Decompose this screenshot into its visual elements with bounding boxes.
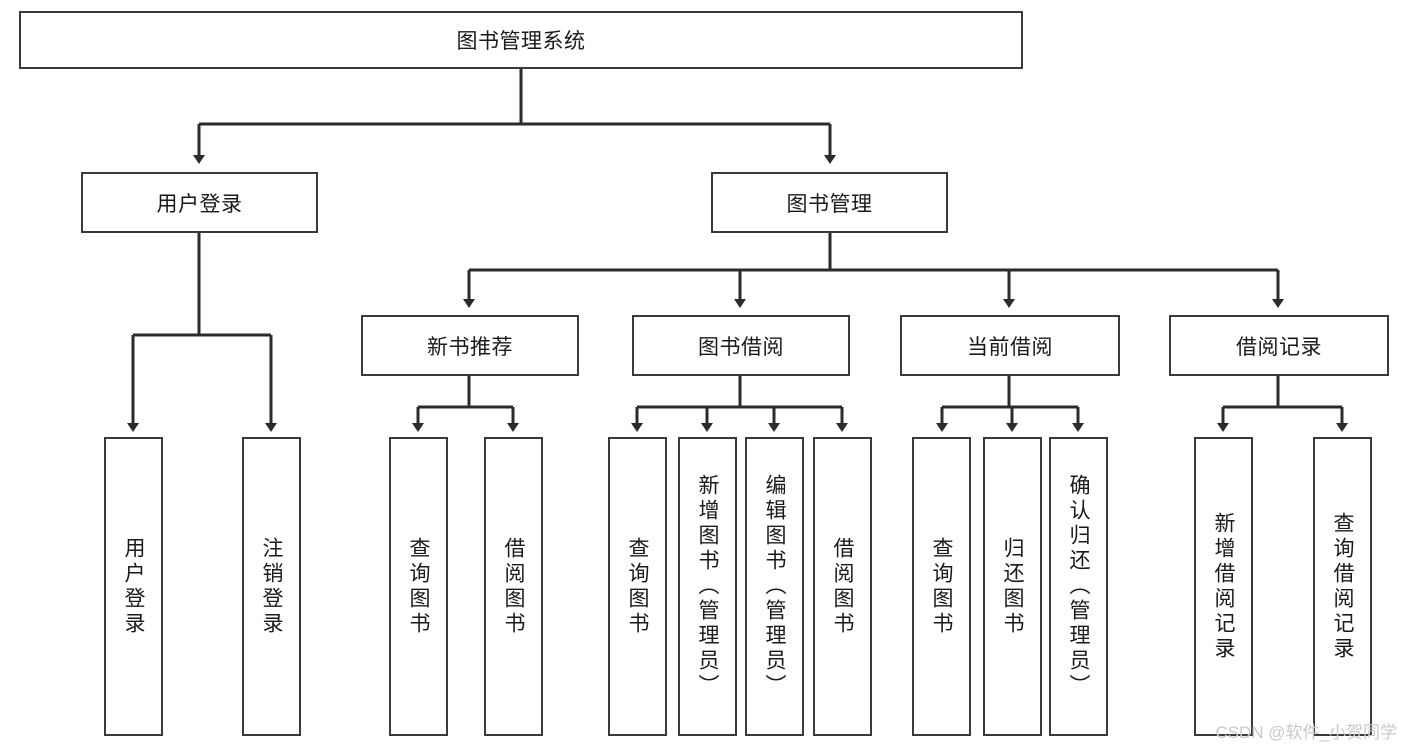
- node-label: 查询图书: [626, 536, 649, 637]
- leaf-borrow-search-book[interactable]: 查询图书: [608, 437, 667, 736]
- node-label: 新增借阅记录: [1212, 511, 1235, 662]
- edge-group-user-login: [127, 233, 277, 432]
- node-label: 借阅图书: [502, 536, 525, 637]
- node-label: 查询图书: [407, 536, 430, 637]
- node-label: 编辑图书（管理员）: [763, 474, 786, 699]
- node-label: 新书推荐: [427, 335, 513, 359]
- node-label: 当前借阅: [967, 335, 1053, 359]
- leaf-record-add-record[interactable]: 新增借阅记录: [1194, 437, 1253, 736]
- node-label: 借阅图书: [831, 536, 854, 637]
- edge-group-root: [193, 69, 836, 164]
- leaf-record-search-record[interactable]: 查询借阅记录: [1313, 437, 1372, 736]
- node-root-system[interactable]: 图书管理系统: [19, 11, 1023, 69]
- node-label: 图书管理: [786, 192, 873, 216]
- leaf-borrow-borrow-book[interactable]: 借阅图书: [813, 437, 872, 736]
- node-label: 确认归还（管理员）: [1067, 474, 1090, 699]
- leaf-new-book-search[interactable]: 查询图书: [389, 437, 448, 736]
- edge-group-current-borrow: [936, 376, 1084, 432]
- edge-group-borrow: [631, 376, 848, 432]
- leaf-user-login-login[interactable]: 用户登录: [104, 437, 163, 736]
- node-current-borrow[interactable]: 当前借阅: [900, 315, 1120, 376]
- node-label: 新增图书（管理员）: [696, 474, 719, 699]
- leaf-current-return-book[interactable]: 归还图书: [983, 437, 1042, 736]
- leaf-borrow-edit-book-admin[interactable]: 编辑图书（管理员）: [745, 437, 804, 736]
- node-label: 图书管理系统: [456, 30, 586, 53]
- watermark-text: CSDN @软件_小贺同学: [1215, 723, 1397, 742]
- leaf-current-confirm-return-admin[interactable]: 确认归还（管理员）: [1049, 437, 1108, 736]
- edge-group-borrow-record: [1217, 376, 1348, 432]
- node-label: 借阅记录: [1236, 335, 1322, 359]
- leaf-new-book-borrow[interactable]: 借阅图书: [484, 437, 543, 736]
- node-label: 归还图书: [1001, 536, 1024, 637]
- leaf-user-login-logout[interactable]: 注销登录: [242, 437, 301, 736]
- node-new-book-recommend[interactable]: 新书推荐: [361, 315, 579, 376]
- node-label: 查询借阅记录: [1331, 511, 1354, 662]
- node-borrow-record[interactable]: 借阅记录: [1169, 315, 1389, 376]
- node-label: 查询图书: [930, 536, 953, 637]
- node-book-borrow[interactable]: 图书借阅: [632, 315, 850, 376]
- node-label: 图书借阅: [698, 335, 784, 359]
- node-label: 用户登录: [156, 192, 243, 216]
- edge-group-new-book: [412, 376, 519, 432]
- edge-group-book-manage: [463, 233, 1284, 308]
- leaf-current-search-book[interactable]: 查询图书: [912, 437, 971, 736]
- node-label: 用户登录: [122, 536, 145, 637]
- node-book-management[interactable]: 图书管理: [711, 172, 948, 233]
- node-user-login[interactable]: 用户登录: [81, 172, 318, 233]
- node-label: 注销登录: [260, 536, 283, 637]
- leaf-borrow-add-book-admin[interactable]: 新增图书（管理员）: [678, 437, 737, 736]
